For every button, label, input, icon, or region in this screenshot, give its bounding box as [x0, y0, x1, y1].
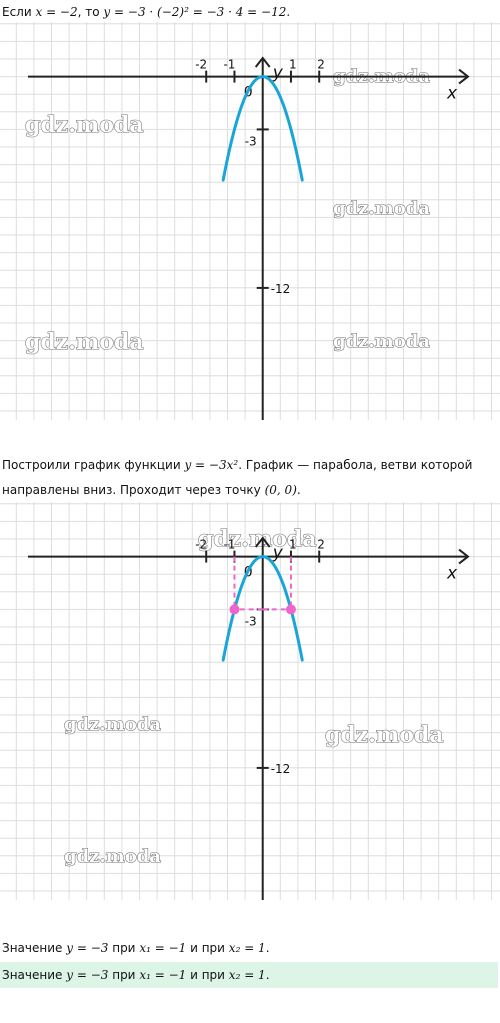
- line-1: Если x = −2, то y = −3 · (−2)² = −3 · 4 …: [2, 4, 290, 20]
- line-1-y-expr: y = −3 · (−2)² = −3 · 4 = −12.: [103, 5, 291, 19]
- y-axis-label: y: [272, 63, 284, 83]
- line-5-mid1: при: [112, 968, 136, 982]
- line-4-y-expr: y = −3: [66, 941, 109, 955]
- y-tick-label: -12: [271, 282, 291, 296]
- x-axis-arrow: [458, 68, 470, 85]
- line-4: Значение y = −3 при x₁ = −1 и при x₂ = 1…: [2, 940, 270, 956]
- x-tick-label: -1: [223, 58, 235, 72]
- watermark-text: gdz.moda: [333, 198, 430, 219]
- x-tick-label: 1: [289, 58, 297, 72]
- x-axis-arrow: [458, 548, 470, 565]
- line-4-mid1: при: [112, 941, 136, 955]
- x-axis-label: x: [446, 564, 458, 584]
- x-tick-label: 2: [317, 58, 325, 72]
- line-3-prefix: направлены вниз. Проходит через точку: [2, 483, 261, 497]
- line-3-point: (0, 0): [264, 483, 297, 497]
- line-2-prefix: Построили график функции: [2, 458, 181, 472]
- line-2-formula: y = −3x²: [184, 458, 239, 472]
- watermark-text: gdz.moda: [333, 331, 430, 352]
- parabola-curve: [221, 555, 304, 662]
- watermark-text: gdz.moda: [64, 846, 161, 867]
- x-tick-label: -1: [223, 538, 235, 552]
- highlighted-point: [229, 604, 240, 615]
- x-tick-label: 1: [289, 538, 297, 552]
- line-1-sep: , то: [77, 5, 100, 19]
- y-axis-label: y: [272, 543, 284, 563]
- y-tick-label: -3: [245, 614, 257, 628]
- line-5-x2: x₂ = 1: [228, 968, 266, 982]
- line-5-y-expr: y = −3: [66, 968, 109, 982]
- y-axis-arrow: [254, 56, 271, 68]
- chart-2: gdz.modagdz.modagdz.modagdz.modagdz.moda…: [0, 502, 500, 900]
- line-1-x-expr: x = −2: [35, 5, 78, 19]
- line-5: Значение y = −3 при x₁ = −1 и при x₂ = 1…: [2, 967, 270, 983]
- line-5-prefix: Значение: [2, 968, 63, 982]
- x-tick-label: -2: [195, 538, 207, 552]
- parabola-curve: [221, 75, 304, 182]
- line-4-suffix: .: [265, 941, 270, 955]
- line-2-suffix: . График — парабола, ветви которой: [238, 458, 473, 472]
- watermark-text: gdz.moda: [25, 112, 144, 138]
- line-4-x1: x₁ = −1: [139, 941, 187, 955]
- y-tick-label: -12: [271, 762, 291, 776]
- watermark-text: gdz.moda: [198, 526, 317, 552]
- line-4-x2: x₂ = 1: [228, 941, 266, 955]
- watermark-text: gdz.moda: [64, 714, 161, 735]
- line-4-mid2: и при: [190, 941, 225, 955]
- x-axis-label: x: [446, 84, 458, 104]
- line-4-prefix: Значение: [2, 941, 63, 955]
- y-axis-arrow: [254, 536, 271, 548]
- watermark-text: gdz.moda: [325, 722, 444, 748]
- line-3-suffix: .: [296, 483, 301, 497]
- highlighted-point: [285, 604, 296, 615]
- line-1-prefix: Если: [2, 5, 32, 19]
- line-5-x1: x₁ = −1: [139, 968, 187, 982]
- answer-highlight: [0, 962, 498, 988]
- x-tick-label: 2: [317, 538, 325, 552]
- watermark-text: gdz.moda: [25, 329, 144, 355]
- line-3: направлены вниз. Проходит через точку (0…: [2, 482, 301, 498]
- line-2: Построили график функции y = −3x². Графи…: [2, 457, 472, 473]
- line-5-mid2: и при: [190, 968, 225, 982]
- x-tick-label: -2: [195, 58, 207, 72]
- line-5-suffix: .: [265, 968, 270, 982]
- y-tick-label: -3: [245, 134, 257, 148]
